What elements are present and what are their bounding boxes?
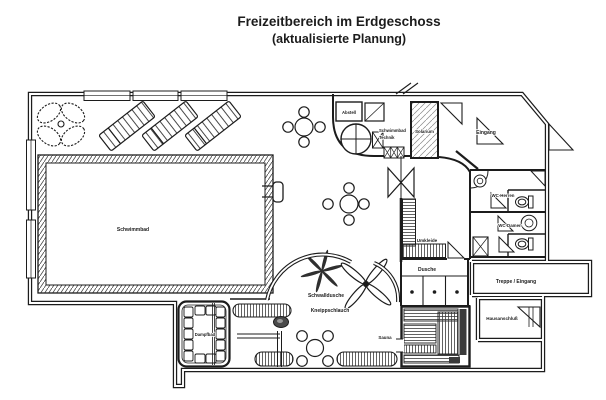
table-set-icon	[322, 182, 370, 226]
pool-area: Schwimmbad	[37, 154, 284, 294]
lounger-icon	[98, 101, 156, 151]
sauna-stove-icon	[459, 309, 467, 355]
drain-dot	[455, 290, 459, 294]
toilet-icon	[515, 237, 534, 251]
sauna-bench	[403, 323, 437, 344]
door-swing-icon	[529, 170, 546, 188]
page-subtitle: (aktualisierte Planung)	[272, 32, 406, 46]
eingang-area: Eingang	[438, 102, 575, 173]
bench	[336, 351, 398, 367]
sauna-stove-icon	[449, 357, 460, 363]
door-swing-icon	[439, 102, 463, 126]
drain-dot	[432, 290, 437, 294]
toilet-icon	[515, 195, 534, 209]
label-dampfbad: Dampfbad	[195, 332, 216, 337]
label-wc-herren: WC-Herren	[492, 193, 515, 198]
plant-clover-icon	[36, 102, 86, 147]
label-wc-damen: WC-Damen	[498, 223, 522, 228]
treppe-annex: Treppe / Eingang	[495, 278, 537, 286]
lounger-icon	[184, 101, 242, 151]
canopy-lines	[395, 82, 419, 95]
dusche-room: Dusche	[400, 259, 470, 307]
label-schwalldusche: Schwalldusche	[308, 293, 344, 299]
pool-ladder-icon	[262, 181, 284, 203]
door-swing-icon	[497, 214, 515, 232]
rest-area: Schwalldusche Kneippschlauch	[232, 252, 401, 367]
bench	[232, 303, 292, 318]
lounger-icon	[141, 101, 199, 151]
label-treppe-eingang: Treppe / Eingang	[496, 279, 536, 285]
technik-suite: Abstell Schwimmbad Technik	[332, 94, 411, 159]
drain-dot	[410, 290, 414, 294]
label-eingang: Eingang	[476, 130, 496, 136]
locker-bench	[402, 198, 416, 247]
sauna-bench	[403, 344, 437, 354]
plant-large-icon	[340, 258, 392, 310]
page-title: Freizeitbereich im Erdgeschoss	[237, 14, 440, 29]
sauna-room: Sauna	[378, 305, 471, 368]
abstell-room	[335, 101, 363, 122]
label-dusche: Dusche	[418, 267, 436, 273]
wc-block: WC-Herren WC-Damen	[469, 169, 546, 259]
door-swing-icon	[476, 116, 505, 145]
double-door-icon	[387, 166, 415, 199]
dampfbad-room: Dampfbad	[177, 300, 231, 368]
door-swing-icon	[548, 122, 575, 151]
bench	[254, 351, 294, 367]
label-abstell: Abstell	[342, 110, 356, 115]
label-schwimmbad: Schwimmbad	[117, 227, 149, 233]
locker-bench	[402, 243, 446, 258]
partition-wall	[237, 331, 282, 367]
label-hausanschluss: Hausanschluß	[486, 316, 518, 321]
washbasin-icon	[473, 174, 487, 188]
label-technik-2: Technik	[379, 135, 395, 140]
door-swing-icon	[447, 240, 466, 259]
hausanschluss-room: Hausanschluß	[485, 306, 541, 329]
building-walls	[27, 82, 593, 389]
pool-basin	[45, 162, 266, 286]
door-leaf	[455, 150, 479, 170]
solarium-room: Solarium	[410, 101, 439, 159]
label-technik-1: Schwimmbad	[379, 128, 406, 133]
table-set-icon	[282, 106, 326, 148]
door-swing-icon	[498, 235, 516, 253]
table-sets	[282, 106, 370, 367]
washbasin-icon	[520, 214, 538, 232]
loungers	[98, 101, 242, 151]
label-umkleide: Umkleide	[417, 238, 438, 243]
corridor-door	[387, 156, 415, 205]
label-solarium: Solarium	[415, 129, 434, 134]
sauna-bench	[437, 311, 459, 355]
tiled-bench	[183, 305, 226, 364]
table-set-icon	[296, 330, 334, 367]
windows	[26, 90, 228, 279]
label-sauna: Sauna	[378, 335, 392, 340]
door-swing-icon	[490, 191, 508, 209]
umkleide-room: Umkleide	[399, 198, 470, 262]
label-kneippschlauch: Kneippschlauch	[311, 308, 350, 314]
